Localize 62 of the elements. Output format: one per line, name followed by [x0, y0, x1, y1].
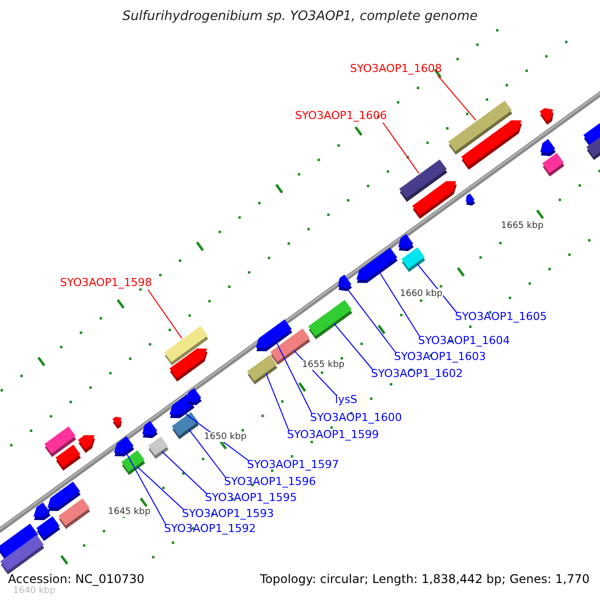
leader-line [346, 288, 396, 354]
title: Sulfurihydrogenibium sp. YO3AOP1, complete genome [121, 10, 479, 25]
leader-line [266, 373, 290, 432]
gene-feature [58, 498, 90, 529]
gene-feature [542, 152, 564, 176]
gene-feature [398, 234, 414, 252]
gene-feature [169, 348, 208, 382]
leader-line [276, 341, 312, 414]
gene-feature [56, 444, 81, 471]
leader-line [136, 466, 184, 510]
footer-text: Accession: NC_010730 [8, 573, 144, 586]
gene-label: SYO3AOP1_1600 [310, 412, 402, 425]
gene-feature [256, 319, 292, 352]
scale-label: 1665 kbp [500, 221, 544, 232]
gene-label: SYO3AOP1_1593 [182, 508, 274, 521]
gene-feature [308, 300, 352, 340]
gene-label: SYO3AOP1_1599 [287, 429, 379, 442]
gene-feature [114, 436, 134, 456]
gene-feature [78, 435, 96, 453]
leader-line [378, 271, 420, 338]
gene-feature [34, 502, 51, 520]
gene-feature [0, 534, 44, 574]
gene-feature [247, 354, 278, 384]
gene-feature [412, 181, 457, 219]
gene-feature [142, 421, 158, 438]
leader-line [126, 452, 166, 526]
gene-label: SYO3AOP1_1606 [295, 110, 387, 123]
gene-feature [540, 139, 556, 156]
gene-feature [356, 248, 398, 283]
gene-label: SYO3AOP1_1597 [247, 459, 339, 472]
footer-text: Topology: circular; Length: 1,838,442 bp; Genes: 1,770 [260, 573, 590, 587]
gene-label: SYO3AOP1_1604 [418, 335, 510, 348]
gene-feature [36, 516, 60, 542]
scale-label: 1645 kbp [107, 507, 152, 518]
gene-feature [112, 416, 122, 429]
gene-label: SYO3AOP1_1605 [455, 311, 547, 324]
gene-label: lysS [335, 394, 358, 407]
gene-feature [186, 388, 202, 406]
gene-label: SYO3AOP1_1592 [164, 523, 256, 536]
gene-label: SYO3AOP1_1603 [394, 351, 486, 364]
leader-line [188, 429, 226, 478]
leader-line [382, 122, 420, 174]
gene-label: SYO3AOP1_1595 [205, 492, 297, 505]
gene-feature [466, 193, 476, 206]
leader-line [437, 75, 476, 121]
scale-label: 1655 kbp [301, 360, 346, 370]
leader-line [334, 323, 374, 370]
gene-feature [338, 274, 352, 292]
gene-label: SYO3AOP1_1608 [350, 63, 442, 76]
scale-label: 1640 kbp [12, 586, 56, 596]
gene-feature [540, 108, 554, 125]
leader-line [162, 451, 208, 494]
gene-label: SYO3AOP1_1598 [60, 277, 152, 290]
gene-feature [148, 436, 169, 459]
gene-feature [586, 135, 600, 160]
leader-line [147, 289, 182, 339]
gene-feature [461, 120, 522, 170]
gene-label: SYO3AOP1_1596 [224, 476, 316, 489]
gene-label: SYO3AOP1_1602 [371, 368, 463, 381]
scale-label: 1650 kbp [203, 432, 248, 442]
scale-label: 1660 kbp [399, 289, 444, 300]
gene-feature [172, 412, 199, 440]
